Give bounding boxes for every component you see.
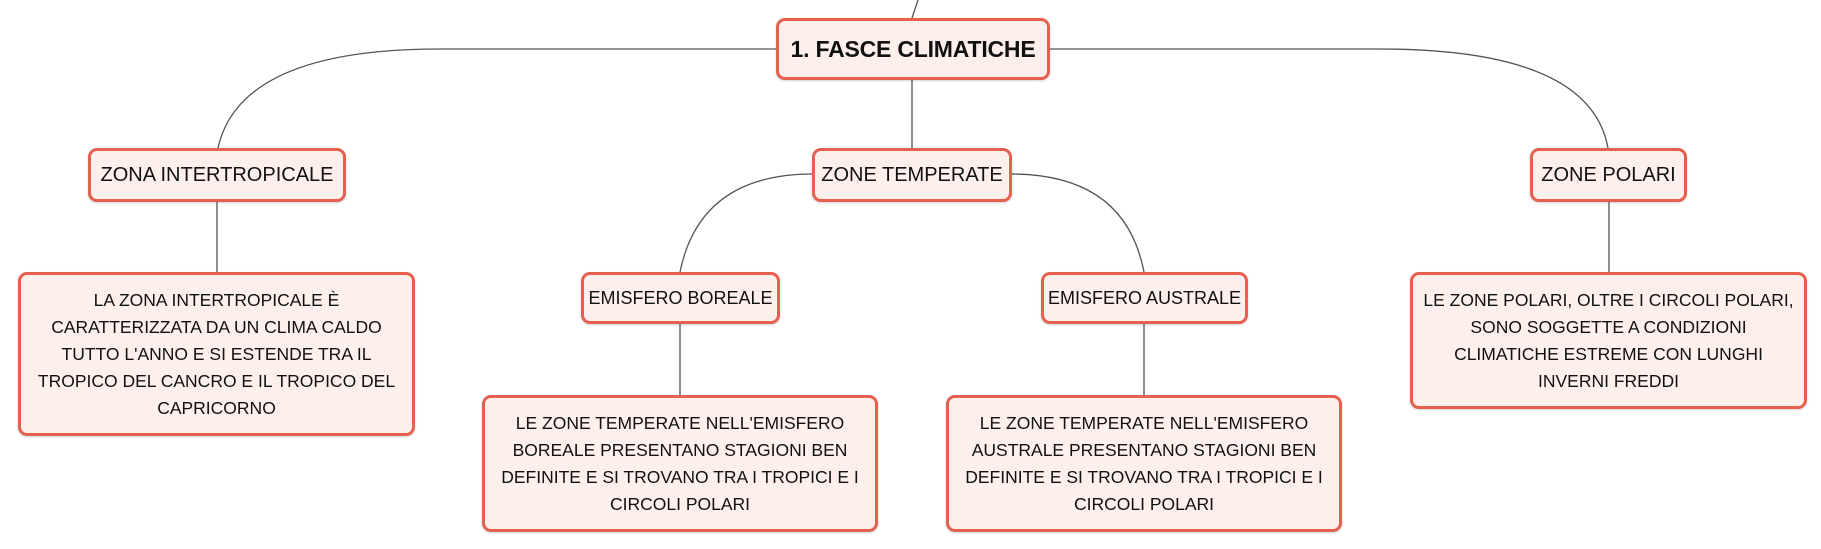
connector-parent-to-root [911,0,919,19]
intertropical-description-node[interactable]: LA ZONA INTERTROPICALE È CARATTERIZZATA … [18,272,415,436]
zone-polar-node[interactable]: ZONE POLARI [1530,148,1687,202]
intertropical-description-text: LA ZONA INTERTROPICALE È CARATTERIZZATA … [37,289,396,418]
connector-root-to-polar [1048,48,1609,149]
boreal-hemisphere-label: EMISFERO BOREALE [588,287,773,308]
zone-polar-label: ZONE POLARI [1541,163,1676,186]
connector-root-to-intertropical [217,48,776,149]
austral-description-node[interactable]: LE ZONE TEMPERATE NELL'EMISFERO AUSTRALE… [946,395,1342,532]
boreal-hemisphere-node[interactable]: EMISFERO BOREALE [581,272,780,324]
boreal-description-node[interactable]: LE ZONE TEMPERATE NELL'EMISFERO BOREALE … [482,395,878,532]
connector-temperate-to-austral [1010,173,1145,273]
austral-hemisphere-node[interactable]: EMISFERO AUSTRALE [1041,272,1248,324]
zone-intertropical-label: ZONA INTERTROPICALE [100,163,334,186]
boreal-description-text: LE ZONE TEMPERATE NELL'EMISFERO BOREALE … [501,412,859,514]
zone-temperate-label: ZONE TEMPERATE [821,163,1003,186]
polar-description-node[interactable]: LE ZONE POLARI, OLTRE I CIRCOLI POLARI, … [1410,272,1807,409]
polar-description-text: LE ZONE POLARI, OLTRE I CIRCOLI POLARI, … [1423,289,1794,391]
austral-description-text: LE ZONE TEMPERATE NELL'EMISFERO AUSTRALE… [965,412,1323,514]
zone-intertropical-node[interactable]: ZONA INTERTROPICALE [88,148,346,202]
austral-hemisphere-label: EMISFERO AUSTRALE [1047,287,1242,308]
connector-temperate-to-boreal [679,173,814,273]
root-node-label: 1. FASCE CLIMATICHE [790,35,1036,62]
zone-temperate-node[interactable]: ZONE TEMPERATE [812,148,1012,202]
root-node[interactable]: 1. FASCE CLIMATICHE [776,18,1050,80]
